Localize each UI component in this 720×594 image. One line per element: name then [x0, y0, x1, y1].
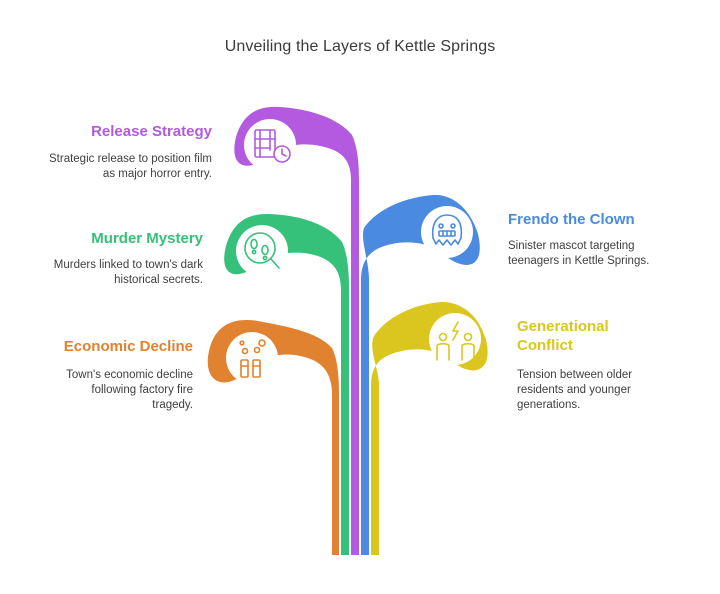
people-conflict-icon: [436, 321, 475, 361]
monster-face-icon: [431, 214, 463, 246]
film-schedule-icon: [254, 129, 291, 163]
diagram-title: Unveiling the Layers of Kettle Springs: [224, 38, 496, 55]
murder-mystery-branch: [224, 214, 349, 555]
release-strategy-heading: Release Strategy: [91, 123, 212, 140]
release-strategy-description: Strategic release to position film as ma…: [49, 153, 212, 180]
economic-decline-branch: [207, 319, 339, 555]
economic-decline-heading: Economic Decline: [63, 338, 193, 355]
generational-conflict-heading: Generational Conflict: [517, 318, 609, 354]
murder-mystery-description: Murders linked to town's dark historical…: [53, 259, 203, 286]
economic-decline-description: Town's economic decline following factor…: [66, 369, 193, 411]
generational-conflict-description: Tension between older residents and youn…: [517, 369, 633, 411]
footprints-magnifier-icon: [244, 232, 280, 269]
generational-conflict-branch: [371, 302, 488, 555]
frendo-description: Sinister mascot targeting teenagers in K…: [508, 240, 650, 267]
murder-mystery-heading: Murder Mystery: [91, 230, 203, 247]
factory-smoke-icon: [239, 339, 266, 378]
frendo-heading: Frendo the Clown: [508, 211, 635, 228]
